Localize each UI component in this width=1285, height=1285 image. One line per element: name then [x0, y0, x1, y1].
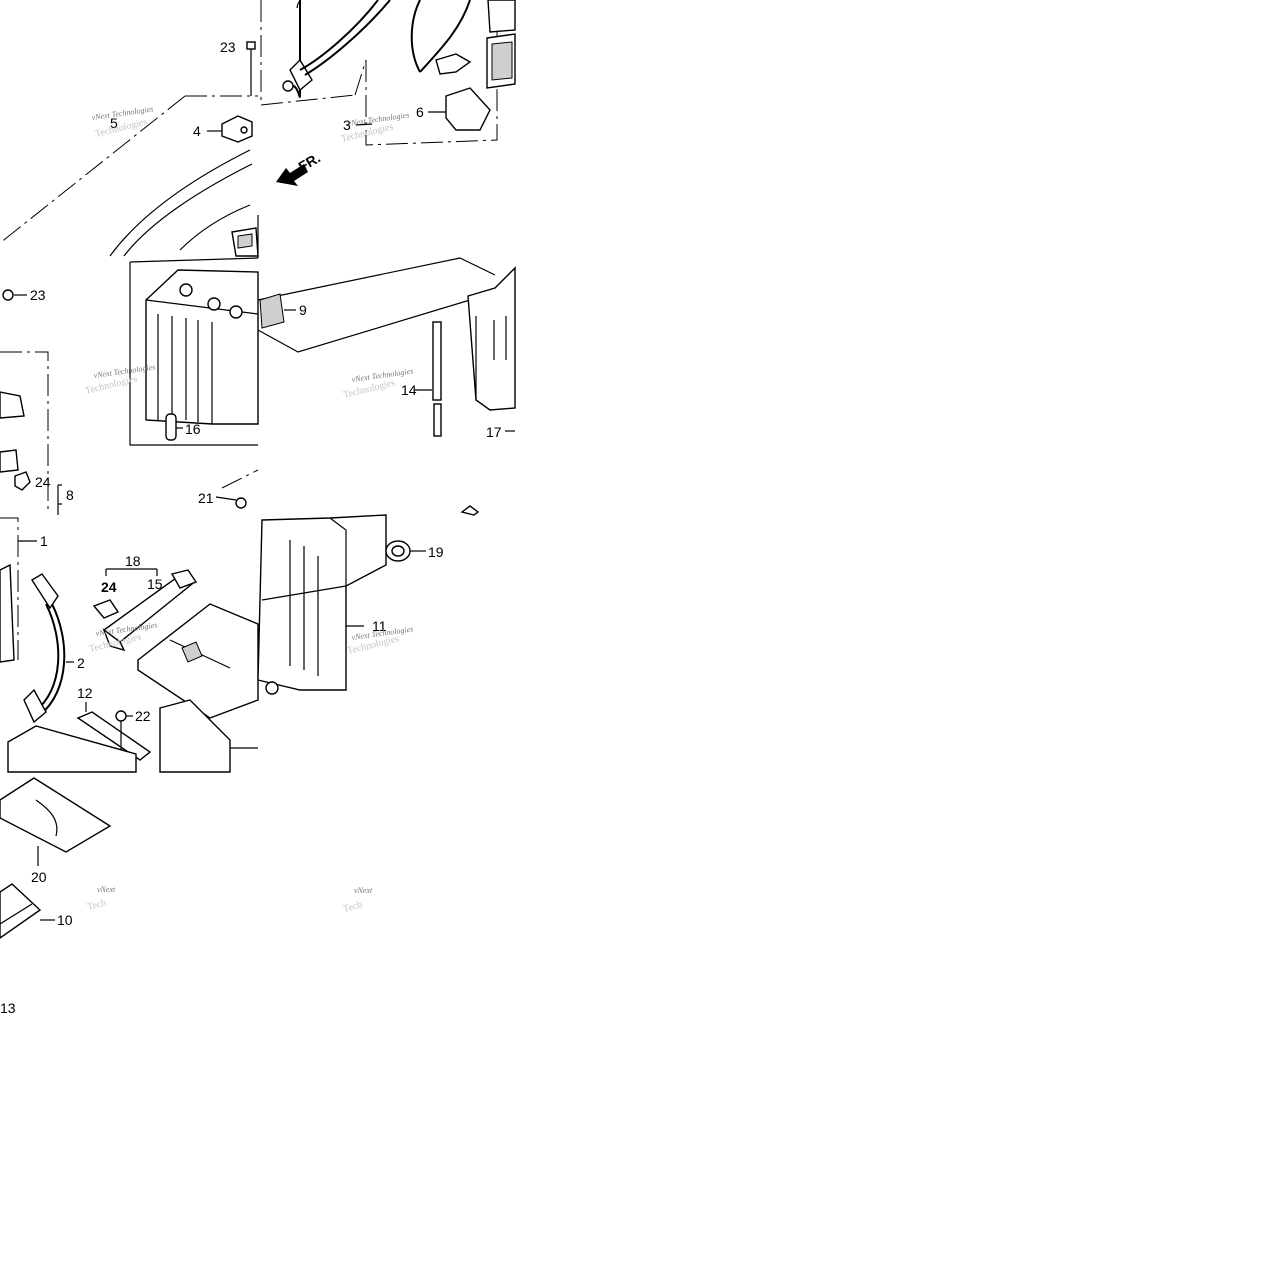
battery-strap-part: [92, 569, 198, 652]
callout-1: 1: [40, 533, 48, 549]
callout-19: 19: [428, 544, 444, 560]
battery-tray-part: [137, 603, 259, 719]
tile-mid-right: [257, 257, 516, 516]
terminal-cap-part: [445, 87, 491, 131]
callout-8: 8: [66, 487, 74, 503]
tile-lower-mid: [257, 514, 426, 695]
watermarks: vNext Technologies Technologies vNext Te…: [84, 104, 414, 914]
callout-13: 13: [0, 1000, 16, 1016]
callout-17: 17: [486, 424, 502, 440]
callout-5: 5: [110, 115, 118, 131]
grommet-part: [385, 540, 411, 562]
watermark-fragment: vNext: [354, 886, 373, 895]
front-direction-arrow: [276, 164, 308, 186]
bolt-part: [246, 41, 256, 96]
callout-23: 23: [220, 39, 236, 55]
tile-lower-left: [0, 517, 259, 773]
callout-7: 7: [294, 0, 302, 11]
callout-3: 3: [343, 117, 351, 133]
callout-24b: 24: [101, 579, 117, 595]
callout-16: 16: [185, 421, 201, 437]
tile-mid-left: [0, 257, 259, 515]
callout-10: 10: [57, 912, 73, 928]
callout-12: 12: [77, 685, 93, 701]
breather-tube-part: [432, 321, 442, 437]
rubber-mat-part: [0, 777, 112, 853]
callout-6: 6: [416, 104, 424, 120]
callout-4: 4: [193, 123, 201, 139]
watermark-fragment: vNext: [97, 885, 116, 894]
tile-top-right: [257, 0, 516, 258]
callout-9: 9: [299, 302, 307, 318]
callout-21: 21: [198, 490, 214, 506]
callout-23b: 23: [30, 287, 46, 303]
callout-24: 24: [35, 474, 51, 490]
cover-part: [0, 883, 42, 939]
tile-bottom-left: [0, 777, 112, 939]
callout-11: 11: [372, 618, 387, 634]
callout-numbers: 23 5 4 7 6 3 23 9 14 16 17 24 8 21 1 18 …: [0, 0, 502, 1016]
callout-2: 2: [77, 655, 85, 671]
bracket-part: [221, 115, 253, 143]
battery-case-part: [257, 514, 387, 691]
callout-20: 20: [31, 869, 47, 885]
ground-cable-part: [23, 573, 66, 724]
callout-15: 15: [147, 576, 163, 592]
cable-part: [410, 0, 472, 75]
watermark-fragment-shadow: Tech: [86, 898, 107, 913]
callout-18: 18: [125, 553, 141, 569]
battery-box-part: [467, 266, 516, 411]
battery-part: [145, 269, 259, 425]
tile-top-left: [0, 41, 259, 257]
watermark-fragment-shadow: Tech: [342, 900, 363, 915]
callout-14: 14: [401, 382, 417, 398]
callout-22: 22: [135, 708, 151, 724]
cable-part: [282, 0, 391, 98]
